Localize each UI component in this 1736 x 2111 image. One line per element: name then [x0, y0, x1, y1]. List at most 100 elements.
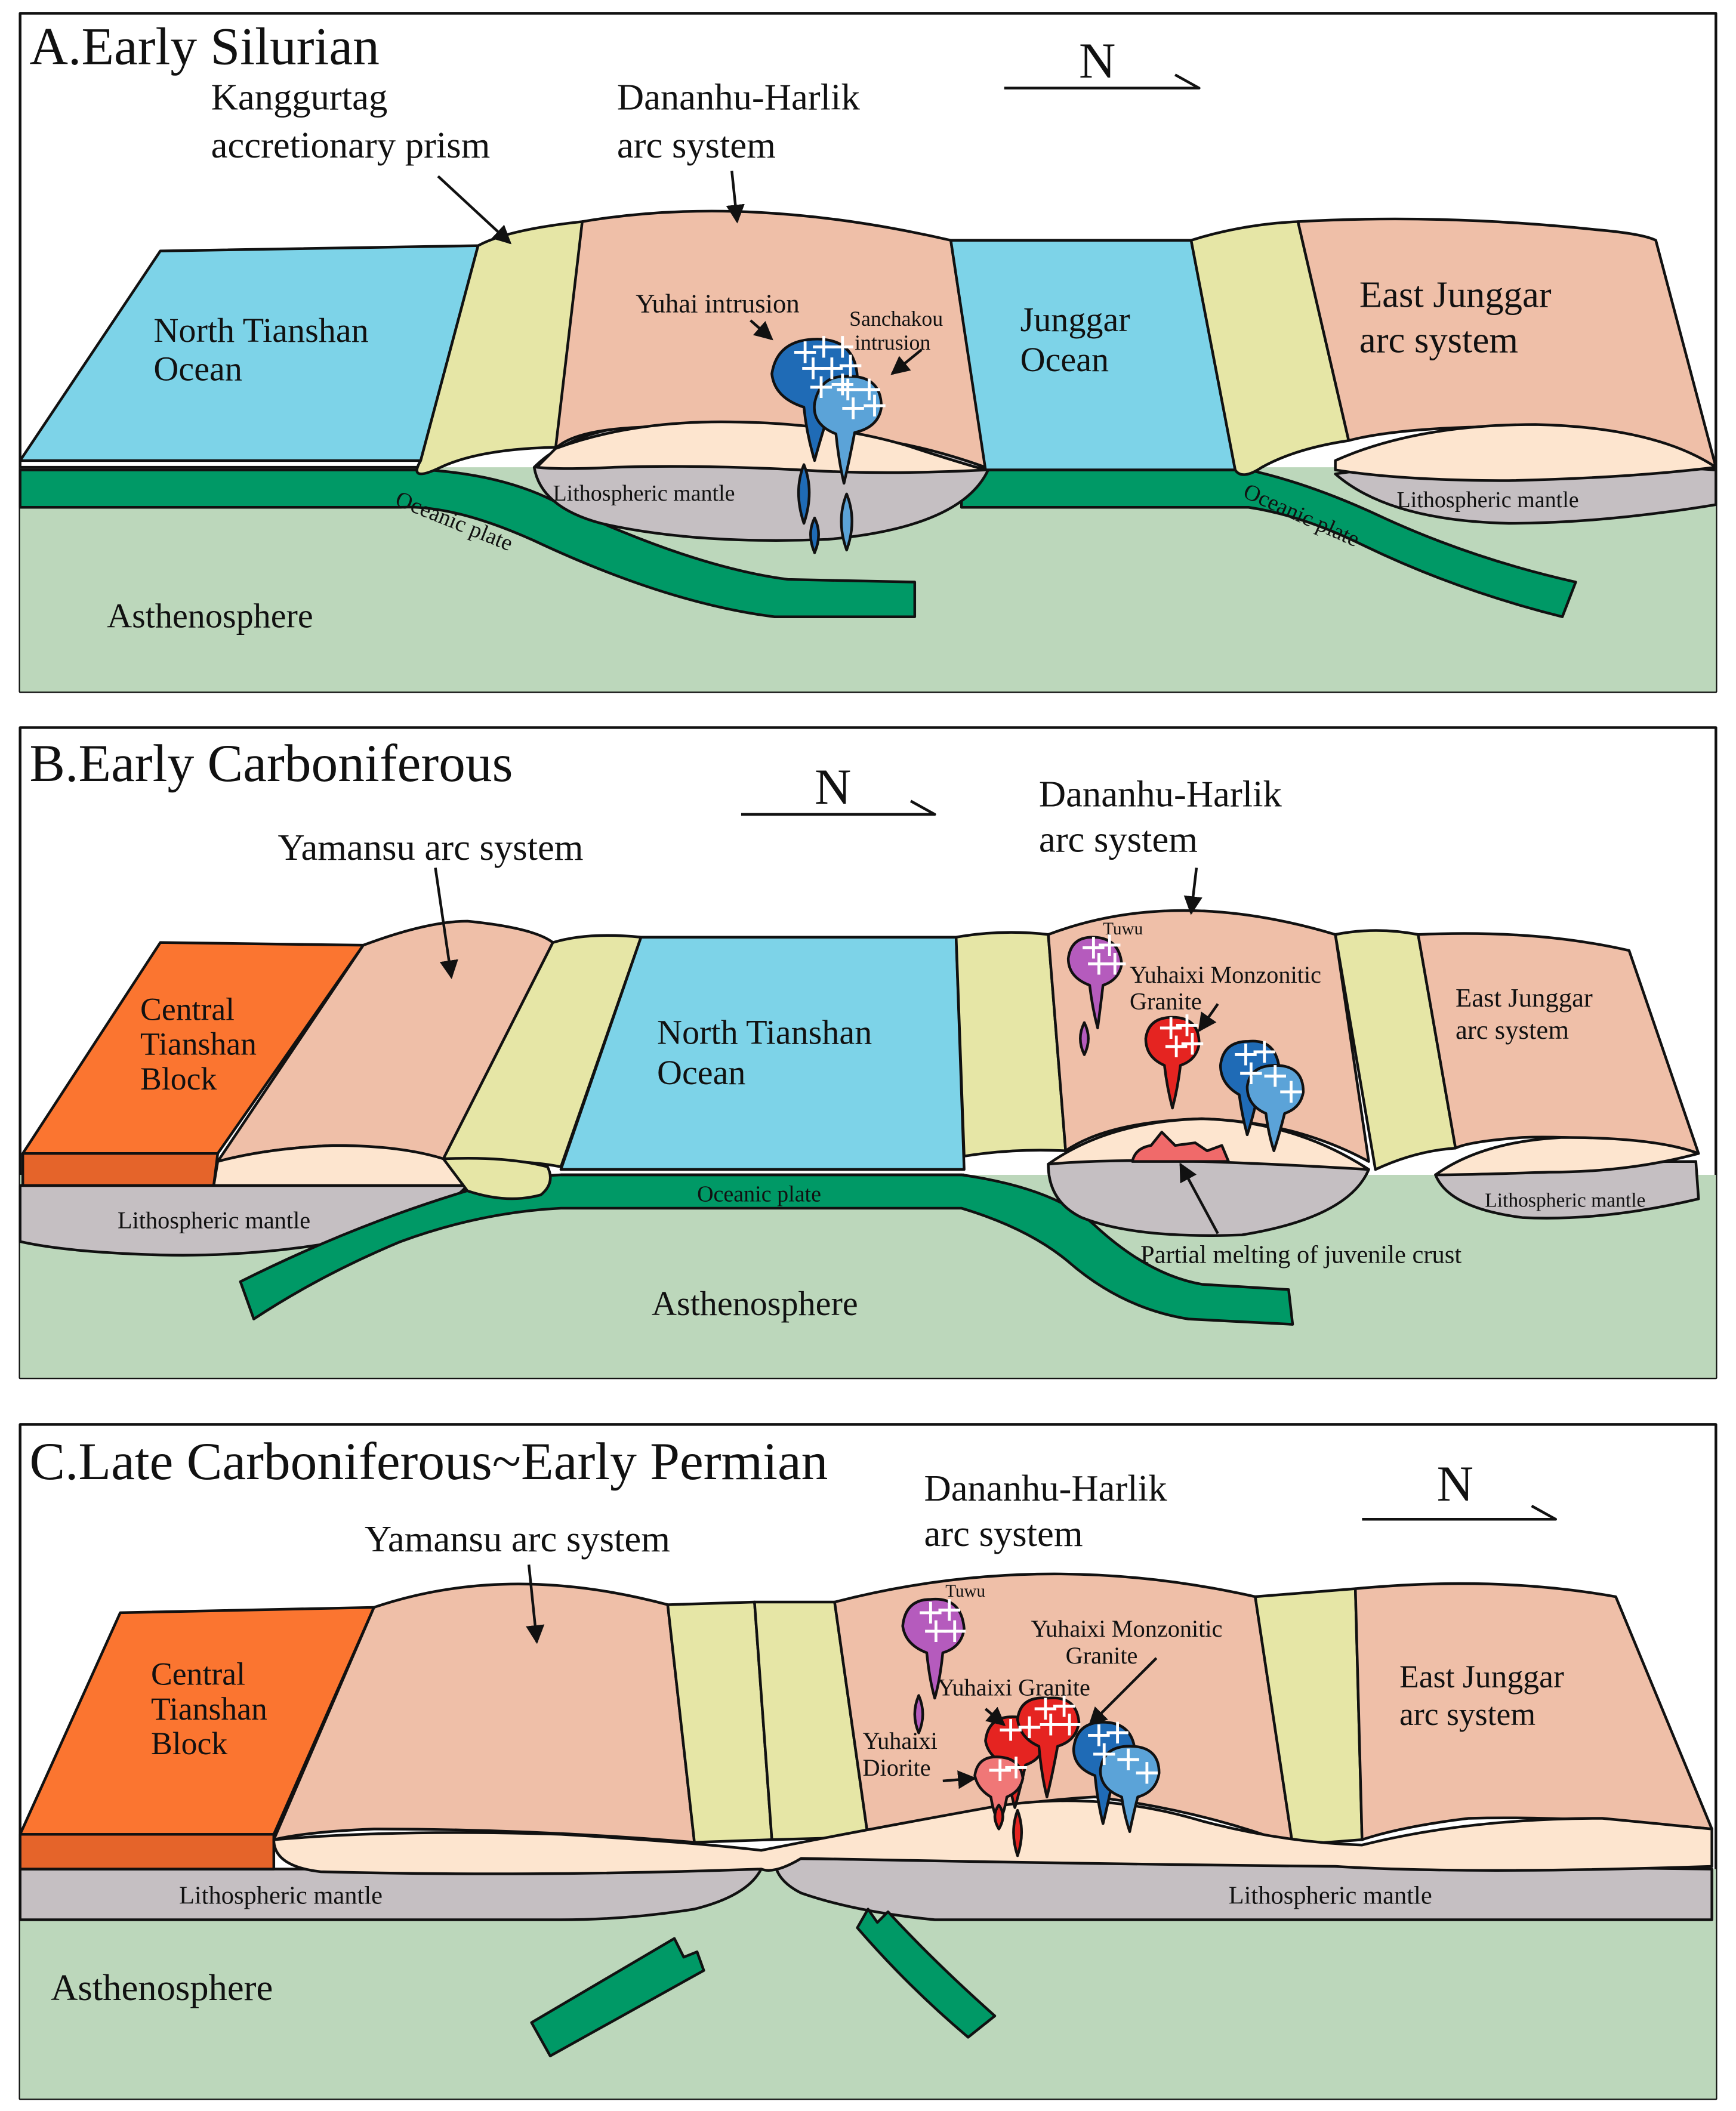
panel-a-junggar-label-2: Ocean — [1020, 340, 1109, 379]
svg-text:+: + — [1231, 1033, 1260, 1074]
panel-b-mg-label-1: Yuhaixi Monzonitic — [1130, 961, 1321, 988]
svg-text:+: + — [1162, 1025, 1191, 1066]
svg-text:+: + — [807, 366, 836, 406]
panel-a-ocean-label-2: Ocean — [153, 350, 242, 388]
panel-b-plate-label: Oceanic plate — [697, 1182, 821, 1207]
svg-text:+: + — [1114, 1738, 1143, 1779]
svg-text:+: + — [935, 1588, 964, 1629]
panel-a-kanggurtag-prism — [415, 220, 584, 476]
panel-a-yuhai-dyke-1 — [797, 463, 811, 525]
panel-b-arc-label-2: arc system — [1039, 819, 1198, 860]
panel-c-block-label-2: Tianshan — [151, 1691, 267, 1727]
panel-b-text: B.Early Carboniferous N Yamansu arc syst… — [29, 734, 1645, 1323]
panel-c-blue-pluton-light — [1099, 1745, 1161, 1834]
svg-text:+: + — [838, 387, 868, 428]
panel-a-arc-label-2: arc system — [617, 124, 776, 166]
panel-c-lith-mantle-left — [18, 1868, 763, 1921]
panel-b-ej-label-2: arc system — [1456, 1015, 1569, 1045]
svg-text:+: + — [798, 347, 828, 387]
panel-a-north-arrow — [1004, 73, 1201, 89]
svg-text:+: + — [828, 363, 857, 403]
panel-a-ocean-label-1: North Tianshan — [153, 311, 368, 350]
panel-c-lith-label-1: Lithospheric mantle — [179, 1882, 383, 1910]
panel-b-block-side — [21, 1152, 220, 1187]
panel-c-tuwu-pluton — [901, 1597, 966, 1700]
svg-text:+: + — [1178, 1023, 1207, 1063]
svg-text:+: + — [1260, 1054, 1290, 1095]
panel-b-ej-label-1: East Junggar — [1456, 983, 1593, 1013]
svg-text:+: + — [1173, 1004, 1202, 1044]
panel-b-yuhaixi-mg-pluton — [1144, 1016, 1201, 1110]
panel-b-yamansu-label: Yamansu arc system — [278, 826, 584, 868]
svg-text:+: + — [921, 1610, 951, 1650]
panel-a-arc-pointer — [726, 171, 745, 224]
panel-b-block-label-3: Block — [140, 1061, 217, 1097]
panel-c-granite-dyke — [1012, 1808, 1023, 1857]
panel-a-oceanic-plate-right — [960, 468, 1577, 618]
svg-text:+: + — [828, 326, 857, 366]
svg-text:+: + — [1133, 1751, 1162, 1792]
svg-text:+: + — [836, 344, 865, 385]
svg-text:+: + — [916, 1591, 945, 1632]
panel-c-mg-label-1: Yuhaixi Monzonitic — [1031, 1615, 1222, 1642]
panel-b-lower-crust-ej — [1434, 1136, 1700, 1177]
panel-c-tuwu-dyke — [913, 1694, 924, 1735]
panel-c-diorite-pointer — [942, 1770, 977, 1789]
svg-text:+: + — [855, 368, 884, 409]
svg-text:+: + — [1001, 1746, 1031, 1786]
panel-a-yuhai-dyke-2 — [809, 516, 820, 554]
panel-a-sanchakou-dyke — [840, 492, 853, 552]
svg-text:+: + — [1036, 1703, 1065, 1744]
panel-a-yuhai-pointer — [750, 319, 773, 341]
svg-text:+: + — [1084, 942, 1114, 983]
panel-b-melting-pointer — [1179, 1162, 1219, 1234]
panel-a-yuhai-label: Yuhai intrusion — [636, 289, 800, 319]
panel-a-ej-label-1: East Junggar — [1359, 274, 1552, 316]
panel-b-prism-right — [954, 931, 1067, 1158]
svg-text:+: + — [1090, 1733, 1119, 1773]
panel-a-lith-label-1: Lithospheric mantle — [553, 481, 735, 506]
panel-a-north-label: N — [1079, 33, 1115, 89]
panel-a-ej-label-2: arc system — [1359, 319, 1518, 361]
svg-text:+: + — [817, 347, 846, 387]
svg-text:+: + — [940, 1610, 969, 1650]
panel-b-title: B.Early Carboniferous — [29, 734, 513, 793]
panel-b-arc-label-1: Dananhu-Harlik — [1039, 773, 1282, 814]
svg-text:+: + — [1237, 1052, 1266, 1092]
panel-a-prism-right — [1189, 220, 1350, 476]
panel-c-slab-fragment-left — [530, 1937, 705, 2057]
panel-b-prism-foot — [442, 1157, 552, 1200]
panel-b-blue-pluton-light — [1245, 1064, 1305, 1152]
panel-b-ocean-label-2: Ocean — [657, 1053, 746, 1092]
svg-text:+: + — [860, 384, 889, 425]
panel-b-partial-melt — [1131, 1131, 1230, 1163]
panel-b-block-label-1: Central — [140, 991, 235, 1027]
panel-b-lith-label-1: Lithospheric mantle — [118, 1206, 310, 1233]
svg-text:+: + — [1157, 1007, 1186, 1047]
svg-text:+: + — [1095, 924, 1124, 964]
panel-c-lower-crust — [272, 1799, 1713, 1875]
panel-a-astheno-label: Asthenosphere — [107, 597, 313, 635]
panel-c-diorite-label-2: Diorite — [863, 1754, 931, 1781]
panel-b-tuwu-dyke — [1079, 1021, 1090, 1056]
panel-a-sanchakou-pluton — [813, 375, 883, 485]
panel-c-diorite-dyke — [993, 1803, 1004, 1831]
panel-b-lith-label-2: Lithospheric mantle — [1485, 1190, 1645, 1212]
svg-text:+: + — [985, 1749, 1015, 1789]
svg-text:+: + — [833, 368, 862, 409]
panel-a-prism-label-1: Kanggurtag — [211, 76, 388, 118]
panel-c-ej-label-1: East Junggar — [1399, 1659, 1564, 1695]
panel-a-prism-label-2: accretionary prism — [211, 124, 491, 166]
panel-b-astheno-label: Asthenosphere — [652, 1284, 858, 1323]
panel-a-sanchakou-pointer — [890, 348, 923, 375]
panel-a-lower-crust-ej — [1334, 423, 1718, 482]
panel-c-tuwu-label: Tuwu — [945, 1582, 985, 1601]
panel-a-arc-label-1: Dananhu-Harlik — [617, 76, 861, 118]
panel-a-oceanic-plate-left — [18, 468, 917, 618]
svg-text:+: + — [1031, 1687, 1060, 1728]
panel-b-block-label-2: Tianshan — [140, 1026, 257, 1062]
svg-text:+: + — [1250, 1030, 1279, 1071]
panel-c-granite-label: Yuhaixi Granite — [938, 1674, 1090, 1701]
panel-c-ej-label-2: arc system — [1399, 1696, 1535, 1732]
